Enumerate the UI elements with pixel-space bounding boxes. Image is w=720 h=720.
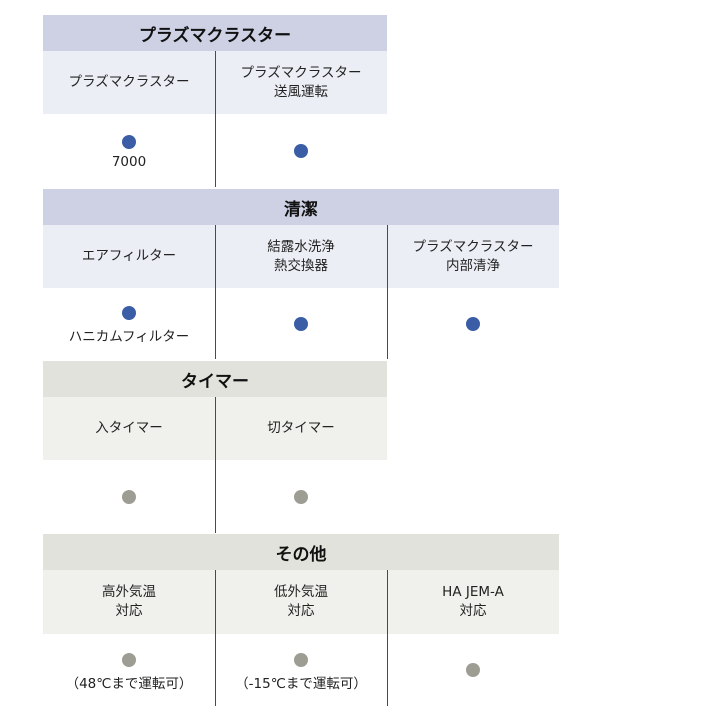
available-mark — [294, 489, 308, 504]
feature-label-line: 熱交換器 — [274, 257, 328, 274]
feature-mark-cell — [215, 460, 387, 533]
available-mark — [466, 663, 480, 677]
feature-mark-row: ハニカムフィルター — [43, 288, 559, 359]
available-mark — [122, 652, 136, 667]
feature-label-line: 送風運転 — [274, 83, 328, 100]
feature-label-off-timer: 切タイマー — [215, 397, 387, 460]
feature-label-ha-jem-a: HA JEM-A 対応 — [387, 570, 559, 634]
feature-note: （48℃まで運転可） — [65, 675, 193, 692]
feature-mark-cell — [215, 114, 387, 187]
feature-mark-cell — [387, 634, 559, 706]
feature-label-line: プラズマクラスター — [412, 238, 534, 255]
feature-label-line: 対応 — [115, 603, 143, 619]
section-cleanliness: 清潔 エアフィルター 結露水洗浄 熱交換器 プラズマクラスター 内部清浄 ハニカ… — [43, 189, 559, 359]
feature-note: 7000 — [111, 154, 147, 170]
feature-label-line: プラズマクラスター — [68, 74, 190, 90]
feature-note: （-15℃まで運転可） — [235, 675, 367, 692]
section-plasmacluster: プラズマクラスター プラズマクラスター プラズマクラスター 送風運転 7000 — [43, 15, 387, 187]
section-timer: タイマー 入タイマー 切タイマー — [43, 361, 387, 533]
feature-label-heat-exchanger-wash: 結露水洗浄 熱交換器 — [215, 225, 387, 288]
available-mark — [466, 316, 480, 331]
available-mark — [122, 489, 136, 504]
column-divider — [215, 51, 216, 187]
column-divider — [215, 397, 216, 533]
section-title: 清潔 — [43, 189, 559, 225]
feature-label-air-filter: エアフィルター — [43, 225, 215, 288]
feature-label-on-timer: 入タイマー — [43, 397, 215, 460]
feature-mark-cell: （-15℃まで運転可） — [215, 634, 387, 706]
available-mark — [294, 143, 308, 158]
feature-label-line: 対応 — [287, 603, 315, 619]
feature-label-line: HA JEM-A — [442, 584, 504, 600]
column-divider — [215, 570, 216, 706]
feature-label-row: エアフィルター 結露水洗浄 熱交換器 プラズマクラスター 内部清浄 — [43, 225, 559, 288]
feature-label-line: 入タイマー — [95, 420, 163, 436]
feature-label-plasmacluster-7000: プラズマクラスター — [43, 51, 215, 114]
feature-label-line: 低外気温 — [274, 584, 328, 600]
feature-mark-row: （48℃まで運転可） （-15℃まで運転可） — [43, 634, 559, 706]
feature-label-plasmacluster-fan: プラズマクラスター 送風運転 — [215, 51, 387, 114]
feature-note: ハニカムフィルター — [68, 329, 190, 345]
section-other: その他 高外気温 対応 低外気温 対応 HA JEM-A 対応 （48℃まで運転… — [43, 534, 559, 706]
feature-label-line: 高外気温 — [102, 584, 156, 600]
feature-label-low-temp: 低外気温 対応 — [215, 570, 387, 634]
available-mark — [294, 652, 308, 667]
column-divider — [387, 225, 388, 359]
feature-label-high-temp: 高外気温 対応 — [43, 570, 215, 634]
feature-label-internal-clean: プラズマクラスター 内部清浄 — [387, 225, 559, 288]
feature-label-line: 対応 — [459, 603, 487, 619]
column-divider — [215, 225, 216, 359]
available-mark — [294, 316, 308, 331]
feature-label-line: 結露水洗浄 — [267, 238, 335, 255]
section-title: タイマー — [43, 361, 387, 397]
available-mark — [122, 306, 136, 320]
feature-mark-cell: （48℃まで運転可） — [43, 634, 215, 706]
column-divider — [387, 570, 388, 706]
feature-mark-cell: ハニカムフィルター — [43, 288, 215, 359]
feature-label-line: 切タイマー — [267, 420, 335, 436]
feature-label-line: エアフィルター — [81, 248, 177, 264]
feature-label-row: 高外気温 対応 低外気温 対応 HA JEM-A 対応 — [43, 570, 559, 634]
section-title: プラズマクラスター — [43, 15, 387, 51]
feature-mark-cell — [43, 460, 215, 533]
feature-mark-cell — [387, 288, 559, 359]
feature-label-line: プラズマクラスター — [240, 64, 362, 81]
feature-label-line: 内部清浄 — [446, 257, 500, 274]
available-mark — [122, 135, 136, 149]
section-title: その他 — [43, 534, 559, 570]
feature-mark-row: 7000 — [43, 114, 387, 187]
feature-mark-cell — [215, 288, 387, 359]
feature-mark-cell: 7000 — [43, 114, 215, 187]
feature-mark-row — [43, 460, 387, 533]
